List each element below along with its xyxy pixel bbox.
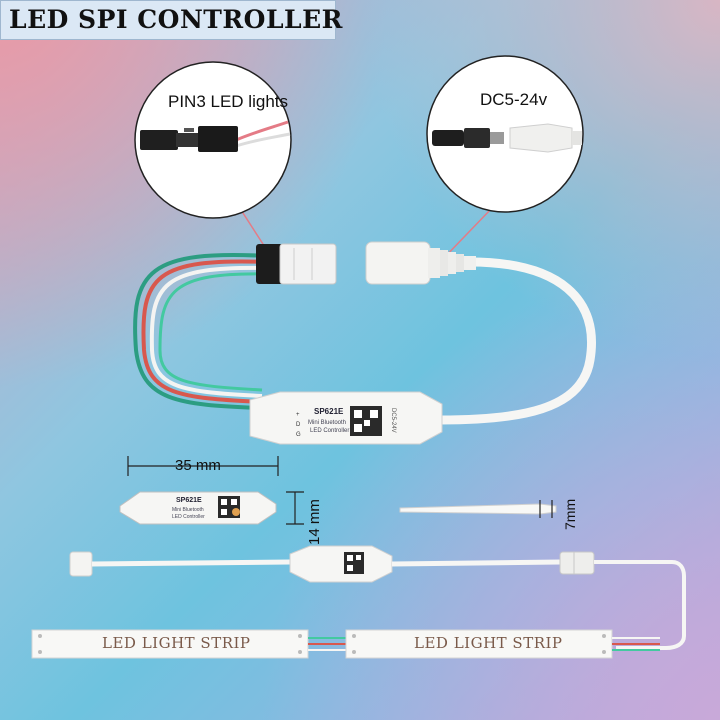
height-dimension-label: 14 mm	[306, 499, 323, 545]
dimension-14mm	[286, 491, 304, 525]
strip-input-wires	[612, 637, 660, 651]
led-strip-1-label: LED LIGHT STRIP	[102, 634, 251, 652]
controller-pin-plus: +	[296, 412, 300, 418]
thickness-dimension-label: 7mm	[562, 498, 578, 530]
led-strip-1	[31, 629, 309, 659]
small-controller-line2: LED Controller	[172, 514, 205, 520]
page-title: LED SPI CONTROLLER	[9, 5, 343, 34]
bottom-wiring-diagram	[69, 545, 686, 650]
dc-callout	[426, 55, 584, 263]
small-controller-line1: Mini Bluetooth	[172, 507, 204, 513]
width-dimension-label: 35 mm	[175, 457, 221, 474]
controller-model: SP621E	[314, 407, 344, 416]
controller-side-view	[399, 500, 557, 518]
pin3-label: PIN3 LED lights	[168, 92, 288, 111]
pin3-connector-image	[140, 120, 291, 152]
controller-main-unit: SP621E Mini Bluetooth LED Controller + D…	[249, 391, 443, 445]
dc-plug-image	[432, 123, 582, 153]
controller-wiring	[133, 253, 596, 425]
strip-link-wires	[308, 637, 346, 651]
dc-voltage-label: DC5-24v	[480, 90, 548, 109]
dc-female-jack	[365, 241, 476, 285]
pin3-female-connector	[256, 243, 337, 285]
small-controller-model: SP621E	[176, 497, 202, 504]
small-controller: SP621E Mini Bluetooth LED Controller	[119, 491, 277, 525]
title-banner: LED SPI CONTROLLER	[0, 0, 342, 40]
led-strip-2-label: LED LIGHT STRIP	[414, 634, 563, 652]
dimension-35mm	[127, 456, 279, 476]
controller-pin-g: G	[296, 432, 301, 438]
controller-line1: Mini Bluetooth	[308, 420, 346, 426]
controller-pin-d: D	[296, 422, 301, 428]
led-strip-2	[345, 629, 613, 659]
controller-side-label: DC5-24V	[390, 408, 396, 433]
controller-line2: LED Controller	[310, 428, 349, 434]
